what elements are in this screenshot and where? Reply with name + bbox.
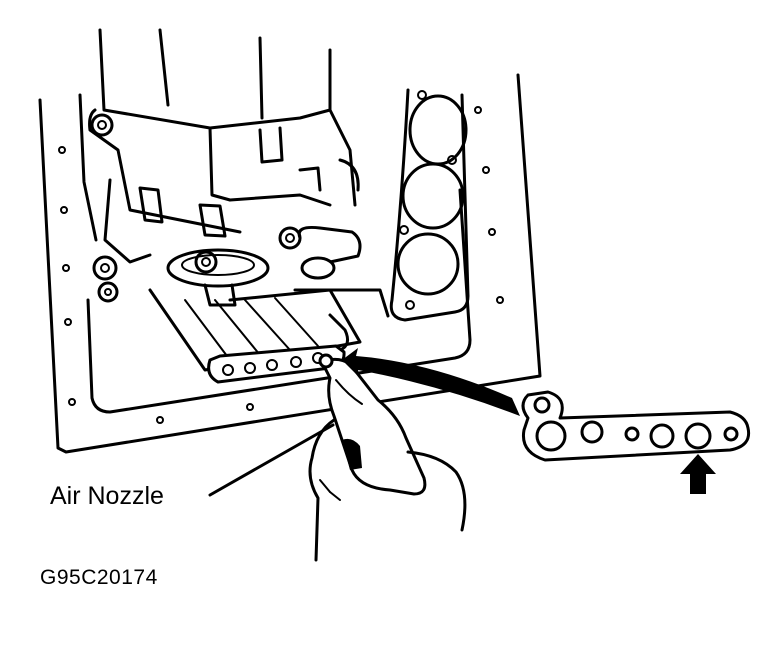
- air-nozzle-label: Air Nozzle: [50, 482, 164, 510]
- callout-arrow: [342, 348, 520, 416]
- figure-code: G95C20174: [40, 566, 158, 589]
- valve-body: [148, 226, 390, 372]
- pan-gasket: [389, 88, 470, 322]
- air-nozzle-leader-line: [208, 423, 335, 497]
- gasket-detail: [521, 390, 751, 462]
- hatched-hole-icon: [684, 422, 712, 450]
- black-arrow-up-icon: [680, 454, 716, 494]
- transmission-case: [78, 28, 360, 303]
